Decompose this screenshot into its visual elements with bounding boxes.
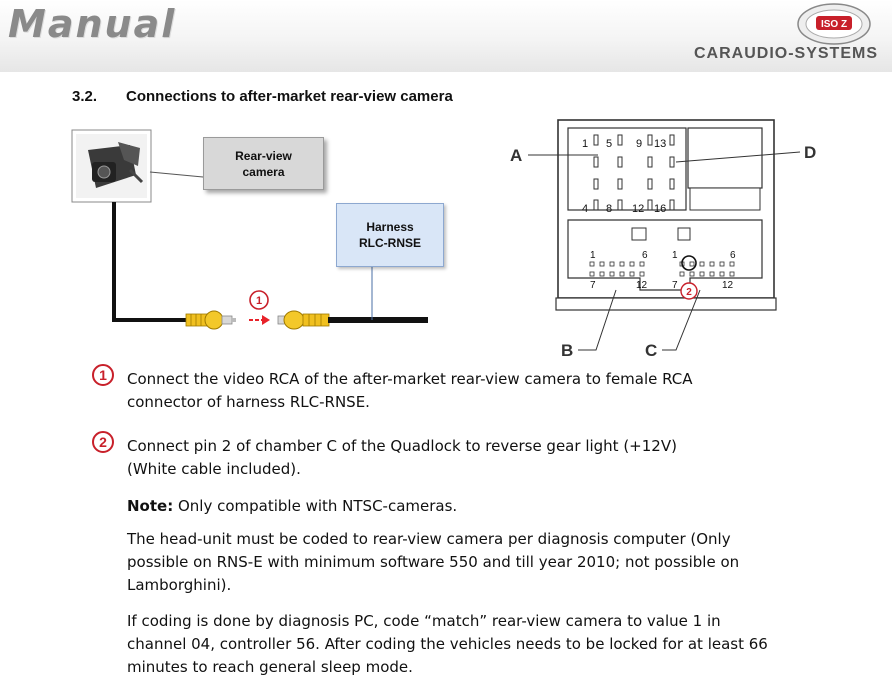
section-title: Connections to after-market rear-view ca… — [126, 88, 453, 105]
camera-label-line-1: Rear-view — [235, 148, 292, 163]
pin-c-6: 6 — [730, 250, 736, 261]
step-1-line-1: Connect the video RCA of the after-marke… — [127, 370, 693, 388]
page-header: Manual ISO Z CARAUDIO-SYSTEMS — [0, 0, 892, 72]
pin-label-4: 4 — [582, 203, 588, 215]
seal-text: ISO Z — [821, 19, 847, 30]
pin-b-6: 6 — [642, 250, 648, 261]
chamber-label-b: B — [561, 341, 573, 360]
arrow-icon — [262, 315, 270, 325]
pin-c-1: 1 — [672, 250, 678, 261]
marker-2-text: 2 — [686, 287, 692, 298]
pin-label-9: 9 — [636, 138, 642, 150]
quadlock-connector: 2 — [555, 119, 777, 311]
pin-c-7: 7 — [672, 280, 678, 291]
chamber-label-a: A — [510, 146, 522, 165]
pin-b-7: 7 — [590, 280, 596, 291]
pin-label-16: 16 — [654, 203, 666, 215]
pin-2-highlight-icon — [681, 255, 697, 271]
pin-b-12: 12 — [636, 280, 648, 291]
marker-1-icon — [249, 290, 269, 310]
coding-line-1: The head-unit must be coded to rear-view… — [127, 530, 731, 548]
step-2-badge-icon: 2 — [92, 431, 114, 453]
coding-line-3: Lamborghini). — [127, 576, 232, 594]
step-2-line-2: (White cable included). — [127, 460, 301, 478]
coding-line-2: possible on RNS-E with minimum software … — [127, 553, 740, 571]
manual-title: Manual — [8, 2, 177, 46]
step-2-line-1: Connect pin 2 of chamber C of the Quadlo… — [127, 437, 677, 455]
male-rca-connector-icon — [185, 310, 236, 330]
female-rca-connector-icon — [277, 310, 330, 330]
camera-photo — [71, 129, 152, 203]
pc-line-3: minutes to reach general sleep mode. — [127, 658, 413, 676]
harness-label-line-1: Harness — [366, 220, 414, 234]
pin-c-12: 12 — [722, 280, 734, 291]
pin-label-12: 12 — [632, 203, 644, 215]
company-name: CARAUDIO-SYSTEMS — [693, 45, 878, 62]
note-label: Note: — [127, 497, 174, 515]
step-1-badge-icon: 1 — [92, 364, 114, 386]
note-text: Only compatible with NTSC-cameras. — [173, 497, 458, 515]
section-heading: 3.2. Connections to after-market rear-vie… — [72, 88, 453, 105]
chamber-label-d: D — [804, 143, 816, 162]
step-1-line-2: connector of harness RLC-RNSE. — [127, 393, 370, 411]
harness-label-line-2: RLC-RNSE — [359, 236, 421, 250]
camera-label-line-2: camera — [242, 164, 285, 179]
chamber-label-c: C — [645, 341, 657, 360]
pc-coding-paragraph: If coding is done by diagnosis PC, code … — [127, 610, 847, 679]
pc-line-2: channel 04, controller 56. After coding … — [127, 635, 768, 653]
coding-paragraph: The head-unit must be coded to rear-view… — [127, 528, 847, 597]
iso-seal-icon: ISO Z — [797, 3, 871, 45]
pin-label-1: 1 — [582, 138, 588, 150]
note-paragraph: Note: Only compatible with NTSC-cameras. — [127, 495, 847, 518]
section-number: 3.2. — [72, 88, 98, 105]
pin-b-1: 1 — [590, 250, 596, 261]
marker-1-text: 1 — [256, 295, 262, 307]
pin-label-5: 5 — [606, 138, 612, 150]
pin-label-13: 13 — [654, 138, 666, 150]
pin-label-8: 8 — [606, 203, 612, 215]
pc-line-1: If coding is done by diagnosis PC, code … — [127, 612, 721, 630]
marker-2-icon — [680, 282, 698, 300]
